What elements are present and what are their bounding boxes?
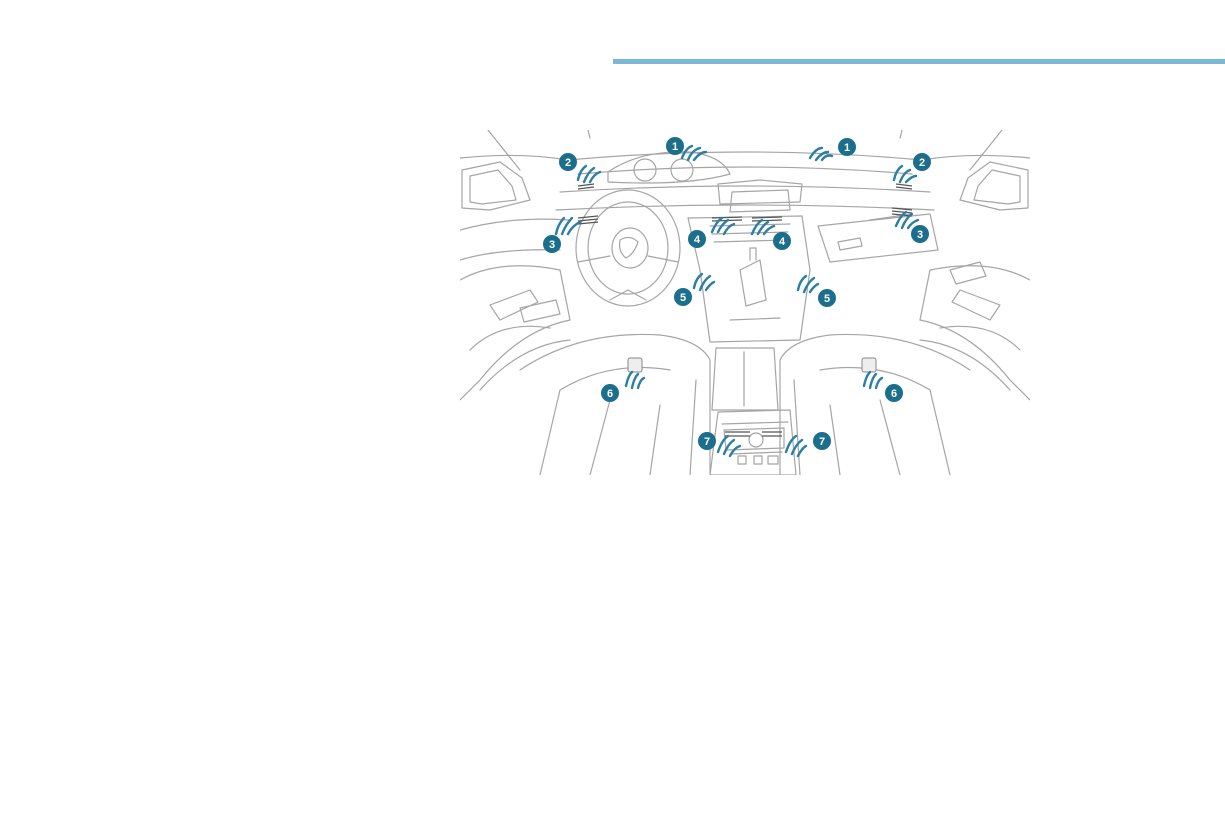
marker-side-air-vent-right: 3 (911, 225, 929, 243)
marker-rear-footwell-outlet-right: 6 (885, 384, 903, 402)
marker-label: 4 (694, 234, 701, 246)
marker-windscreen-demisting-vent-left: 1 (666, 137, 684, 155)
section-header-rule (613, 59, 1225, 64)
marker-windscreen-demisting-vent-right: 1 (838, 138, 856, 156)
cabin-line-art: 1 1 2 2 3 3 4 4 5 5 6 6 7 7 (460, 130, 1030, 475)
marker-central-air-vent-left: 4 (688, 230, 706, 248)
marker-label: 6 (891, 388, 897, 400)
marker-side-air-vent-left: 3 (543, 235, 561, 253)
marker-rear-air-vent-right: 7 (813, 432, 831, 450)
marker-label: 2 (919, 157, 925, 169)
marker-label: 5 (680, 292, 686, 304)
cabin-air-distribution-diagram: 1 1 2 2 3 3 4 4 5 5 6 6 7 7 (460, 130, 1030, 475)
marker-label: 7 (704, 436, 710, 448)
marker-central-air-vent-right: 4 (773, 232, 791, 250)
marker-rear-footwell-outlet-left: 6 (601, 384, 619, 402)
marker-label: 4 (779, 236, 786, 248)
marker-label: 1 (672, 141, 678, 153)
marker-front-footwell-outlet-right: 5 (818, 289, 836, 307)
marker-label: 2 (565, 157, 571, 169)
marker-label: 7 (819, 436, 825, 448)
marker-side-window-demisting-vent-left: 2 (559, 153, 577, 171)
marker-label: 5 (824, 293, 830, 305)
marker-label: 1 (844, 142, 850, 154)
marker-rear-air-vent-left: 7 (698, 432, 716, 450)
marker-front-footwell-outlet-left: 5 (674, 288, 692, 306)
marker-label: 3 (549, 239, 555, 251)
marker-side-window-demisting-vent-right: 2 (913, 153, 931, 171)
marker-label: 3 (917, 229, 923, 241)
marker-label: 6 (607, 388, 613, 400)
